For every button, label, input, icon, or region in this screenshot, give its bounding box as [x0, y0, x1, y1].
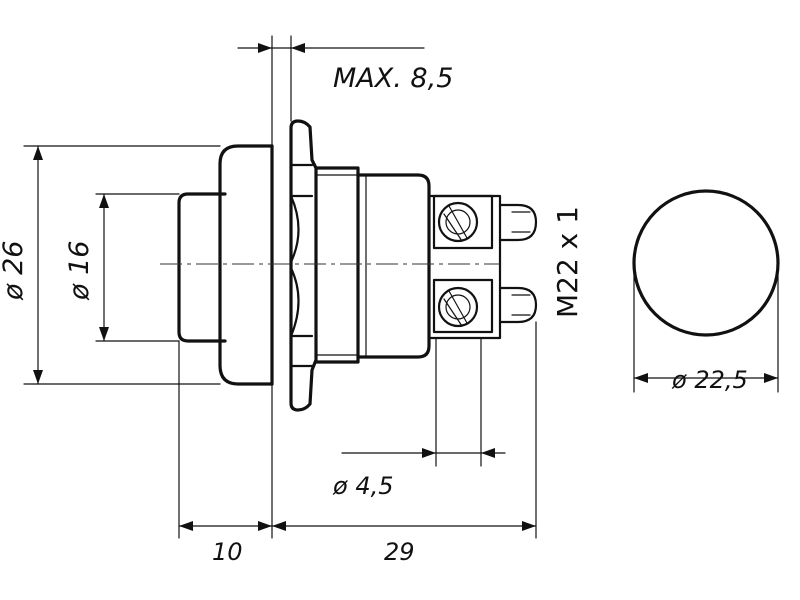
front-view-circle — [632, 189, 780, 337]
side-view — [160, 119, 538, 412]
nut-arc-upper — [289, 194, 300, 264]
thread-label: M22 x 1 — [551, 206, 584, 318]
lower-terminal — [432, 278, 538, 334]
upper-terminal — [432, 194, 538, 250]
nut-arc-lower — [289, 266, 300, 338]
upper-screw — [498, 203, 538, 242]
button-length-label: 10 — [212, 538, 243, 566]
threaded-body — [314, 166, 360, 364]
push-button-outline — [177, 192, 227, 343]
bezel-outline — [218, 144, 274, 386]
front-view: ø 22,5 — [632, 189, 780, 394]
terminal-diameter-label: ø 4,5 — [332, 472, 393, 500]
outer-diameter-label: ø 26 — [0, 241, 29, 301]
dimension-lines: MAX. 8,5 ø 26 ø 16 M22 x 1 ø 4,5 10 — [0, 35, 584, 566]
max-thickness-label: MAX. 8,5 — [333, 63, 453, 94]
front-diameter-label: ø 22,5 — [671, 366, 748, 394]
rear-housing — [356, 173, 431, 359]
button-diameter-label: ø 16 — [64, 241, 95, 301]
body-length-label: 29 — [384, 538, 415, 566]
lower-terminal-hole — [437, 286, 479, 328]
upper-terminal-hole — [437, 201, 479, 243]
nut-outline — [289, 119, 318, 412]
lower-screw — [498, 286, 538, 324]
